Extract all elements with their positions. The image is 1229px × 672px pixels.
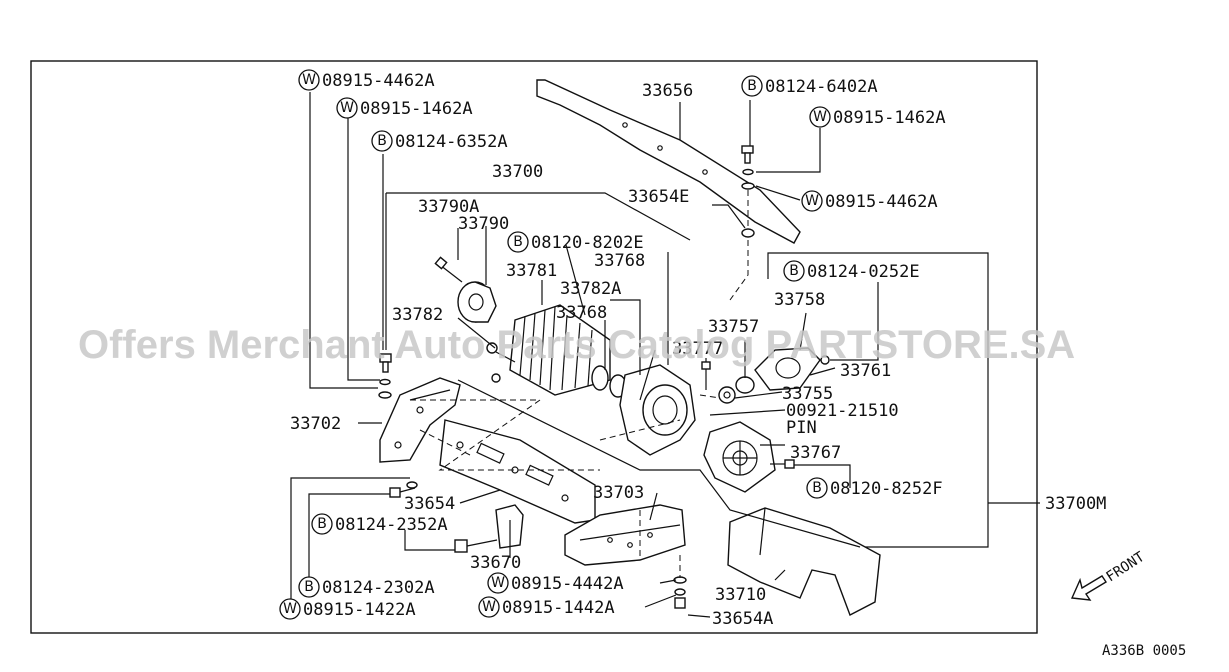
part-33654A-bolt	[673, 576, 687, 609]
svg-text:W: W	[813, 109, 827, 125]
label-33768-a: 33768	[594, 251, 645, 271]
leader-lines	[290, 92, 879, 618]
diagram-frame	[30, 60, 1038, 634]
front-arrow-icon	[1070, 575, 1107, 601]
callout-w1-badge: W	[298, 69, 320, 91]
part-33758-cover	[754, 347, 830, 391]
svg-text:B: B	[789, 263, 799, 279]
label-33654E: 33654E	[628, 187, 689, 207]
callout-w7-badge: W	[478, 596, 500, 618]
svg-text:B: B	[513, 234, 523, 250]
label-33656: 33656	[642, 81, 693, 101]
label-33767: 33767	[790, 443, 841, 463]
watermark-text: Offers Merchant Auto Parts Catalog PARTS…	[78, 323, 1075, 367]
callout-w7-code: 08915-1442A	[502, 598, 615, 618]
callout-b5-badge: B	[806, 477, 828, 499]
callout-b1-badge: B	[371, 130, 393, 152]
callout-w2-badge: W	[336, 97, 358, 119]
callout-w4-code: 08915-4462A	[825, 192, 938, 212]
front-label: FRONT	[1103, 549, 1148, 586]
svg-text:W: W	[340, 100, 354, 116]
callout-w2-code: 08915-1462A	[360, 99, 473, 119]
part-33703-bracket	[564, 504, 686, 566]
callout-w1-code: 08915-4462A	[322, 71, 435, 91]
label-33777: 33777	[672, 339, 723, 359]
callout-b2-code: 08124-6402A	[765, 77, 878, 97]
dashed-guides	[410, 190, 749, 578]
svg-text:B: B	[317, 516, 327, 532]
callout-w4-badge: W	[801, 190, 823, 212]
label-33670: 33670	[470, 553, 521, 573]
part-left-bolt	[378, 353, 392, 399]
callout-b4-badge: B	[783, 260, 805, 282]
label-33768-b: 33768	[556, 303, 607, 323]
part-33757-seal	[718, 376, 755, 404]
svg-text:B: B	[304, 579, 314, 595]
label-33782: 33782	[392, 305, 443, 325]
label-33702: 33702	[290, 414, 341, 434]
svg-text:W: W	[805, 193, 819, 209]
assembly-bracket-33700M	[767, 252, 989, 548]
part-33781-boot	[486, 304, 611, 396]
svg-text:B: B	[747, 78, 757, 94]
label-33703: 33703	[593, 483, 644, 503]
part-33767-cover-plate	[703, 421, 795, 493]
svg-text:W: W	[283, 601, 297, 617]
part-33790-bushing	[434, 256, 497, 323]
callout-b3-badge: B	[507, 231, 529, 253]
reference-code: A336B 0005	[1102, 643, 1186, 659]
callout-b5-code: 08120-8252F	[830, 479, 943, 499]
label-33782A: 33782A	[560, 279, 621, 299]
callout-b7-code: 08124-2302A	[322, 578, 435, 598]
callout-w6-badge: W	[487, 572, 509, 594]
svg-text:B: B	[812, 480, 822, 496]
svg-text:W: W	[482, 599, 496, 615]
callout-b6-code: 08124-2352A	[335, 515, 448, 535]
callout-w5-badge: W	[279, 598, 301, 620]
part-lower-bolts	[389, 481, 418, 498]
assembly-line	[457, 379, 861, 548]
callout-w3-code: 08915-1462A	[833, 108, 946, 128]
callout-b4-code: 08124-0252E	[807, 262, 920, 282]
label-33654A: 33654A	[712, 609, 773, 629]
label-33710: 33710	[715, 585, 766, 605]
callout-b1-code: 08124-6352A	[395, 132, 508, 152]
part-33702-bracket	[379, 377, 461, 463]
svg-text:W: W	[302, 72, 316, 88]
callout-w6-code: 08915-4442A	[511, 574, 624, 594]
label-33790A: 33790A	[418, 197, 479, 217]
part-33670-bracket	[454, 504, 524, 553]
svg-text:W: W	[491, 575, 505, 591]
callout-b3-code: 08120-8202E	[531, 233, 644, 253]
label-33758: 33758	[774, 290, 825, 310]
label-00921-21510: 00921-21510	[786, 401, 899, 421]
callout-b2-badge: B	[741, 75, 763, 97]
label-33761: 33761	[840, 361, 891, 381]
label-pin: PIN	[786, 418, 817, 438]
label-33700: 33700	[492, 162, 543, 182]
label-33700M: 33700M	[1045, 494, 1106, 514]
svg-text:B: B	[377, 133, 387, 149]
part-extension-housing	[619, 349, 696, 456]
label-33755: 33755	[782, 384, 833, 404]
label-33757: 33757	[708, 317, 759, 337]
label-33790: 33790	[458, 214, 509, 234]
callout-w3-badge: W	[809, 106, 831, 128]
part-33710-cover	[727, 507, 881, 616]
part-33656-bracket	[536, 79, 801, 244]
label-33654: 33654	[404, 494, 455, 514]
part-top-bolt	[741, 145, 755, 238]
label-33781: 33781	[506, 261, 557, 281]
callout-w5-code: 08915-1422A	[303, 600, 416, 620]
callout-b6-badge: B	[311, 513, 333, 535]
callout-b7-badge: B	[298, 576, 320, 598]
